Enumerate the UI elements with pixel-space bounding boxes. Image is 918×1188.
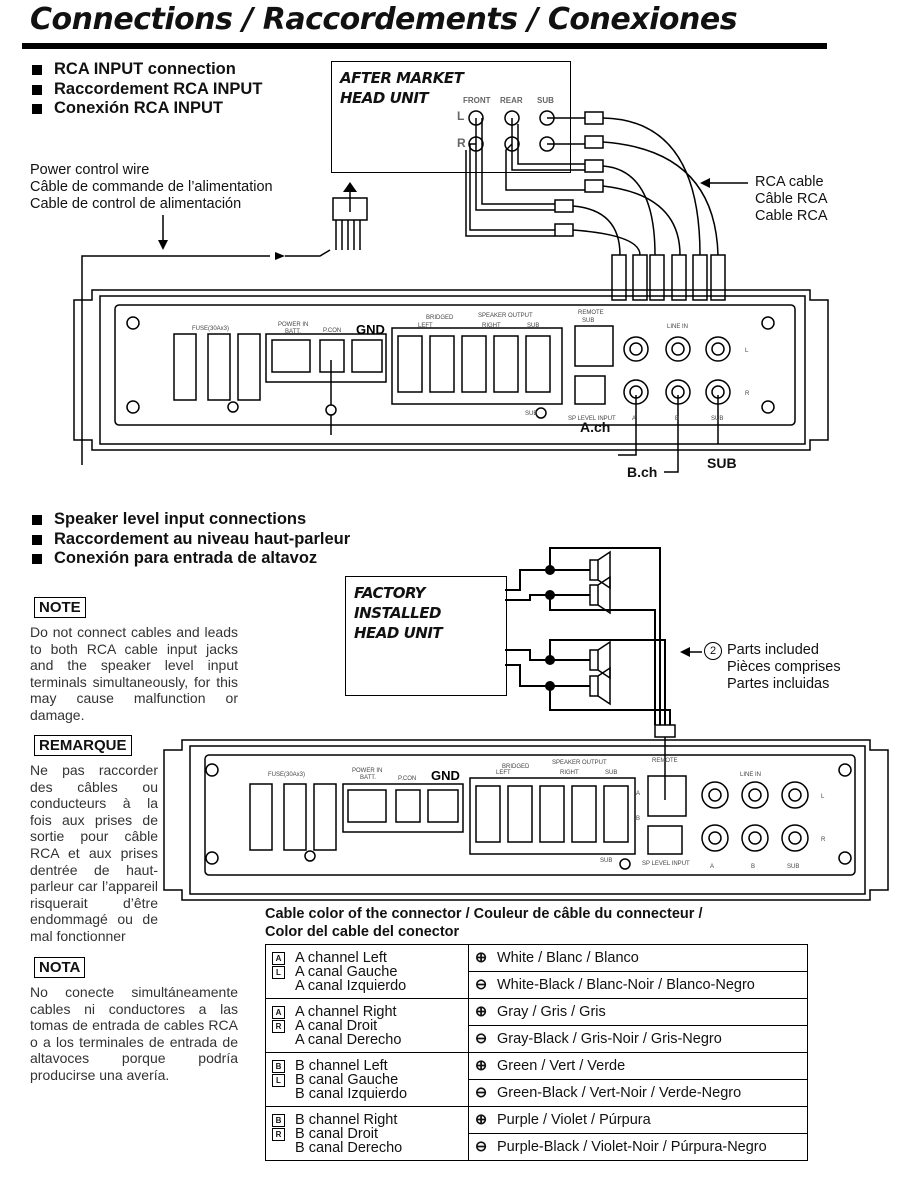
note-heading: NOTE	[34, 597, 86, 618]
note-text: Do not connect cables and leads to both …	[30, 624, 238, 723]
remarque-text: Ne pas raccorder des câbles ou conducteu…	[30, 762, 158, 944]
svg-text:B: B	[675, 416, 679, 422]
svg-text:P.CON: P.CON	[398, 776, 416, 782]
nota-text: No conecte simultáneamente cables ni con…	[30, 984, 238, 1083]
svg-text:BATT.: BATT.	[285, 329, 301, 335]
b-channel-label: B.ch	[627, 464, 658, 480]
svg-text:BRIDGED: BRIDGED	[426, 315, 454, 321]
speaker-level-heading: Speaker level input connections Raccorde…	[30, 510, 350, 569]
svg-text:POWER IN: POWER IN	[352, 768, 382, 774]
parts-number-badge: 2	[704, 642, 722, 660]
svg-text:SUB: SUB	[600, 858, 612, 864]
svg-text:POWER IN: POWER IN	[278, 322, 308, 328]
svg-text:A: A	[632, 416, 636, 422]
svg-text:LEFT: LEFT	[418, 323, 433, 329]
svg-text:A: A	[636, 791, 640, 797]
nota-heading: NOTA	[34, 957, 86, 978]
svg-text:SUB: SUB	[711, 416, 723, 422]
svg-text:R: R	[745, 391, 750, 397]
rca-input-heading: RCA INPUT connection Raccordement RCA IN…	[30, 60, 262, 119]
speaker-level-diagram: FUSE(30Ax3) POWER IN BATT. P.CON BRIDGED…	[163, 547, 889, 901]
rca-cable-label: RCA cable Câble RCA Cable RCA	[755, 174, 828, 224]
svg-text:BRIDGED: BRIDGED	[502, 764, 530, 770]
table-row: ⊖Purple-Black / Violet-Noir / Púrpura-Ne…	[266, 1133, 808, 1161]
svg-text:SP LEVEL INPUT: SP LEVEL INPUT	[568, 416, 616, 422]
svg-text:LINE IN: LINE IN	[740, 772, 761, 778]
svg-text:SPEAKER OUTPUT: SPEAKER OUTPUT	[552, 760, 607, 766]
svg-text:SUB: SUB	[787, 864, 799, 870]
svg-text:LINE IN: LINE IN	[667, 324, 688, 330]
svg-text:B: B	[636, 816, 640, 822]
title-rule	[22, 43, 827, 49]
svg-text:R: R	[821, 837, 826, 843]
power-control-wire-label: Power control wire Câble de commande de …	[30, 162, 273, 212]
svg-text:REMOTE: REMOTE	[652, 758, 678, 764]
svg-text:P.CON: P.CON	[323, 328, 341, 334]
svg-text:B: B	[751, 864, 755, 870]
factory-head-unit: FACTORY INSTALLED HEAD UNIT	[345, 576, 507, 696]
svg-text:LEFT: LEFT	[496, 770, 511, 776]
svg-text:SUB: SUB	[525, 411, 537, 417]
svg-text:RIGHT: RIGHT	[482, 323, 501, 329]
color-table-title: Cable color of the connector / Couleur d…	[265, 906, 703, 940]
aftermarket-head-unit: AFTER MARKET HEAD UNIT FRONT REAR SUB L …	[331, 61, 571, 173]
a-channel-label: A.ch	[580, 419, 611, 435]
svg-text:SUB: SUB	[527, 323, 539, 329]
svg-text:FUSE(30Ax3): FUSE(30Ax3)	[268, 772, 305, 778]
svg-text:L: L	[745, 348, 749, 354]
svg-text:SP LEVEL INPUT: SP LEVEL INPUT	[642, 861, 690, 867]
sub-channel-label: SUB	[707, 455, 737, 471]
svg-text:REMOTE: REMOTE	[578, 310, 604, 316]
svg-text:RIGHT: RIGHT	[560, 770, 579, 776]
table-row: ⊖Green-Black / Vert-Noir / Verde-Negro	[266, 1079, 808, 1107]
svg-text:L: L	[821, 794, 825, 800]
rca-wiring-diagram: FUSE(30Ax3) POWER IN BATT. P.CON BRIDGED…	[73, 110, 829, 473]
table-row: ⊖White-Black / Blanc-Noir / Blanco-Negro	[266, 971, 808, 999]
svg-text:FUSE(30Ax3): FUSE(30Ax3)	[192, 326, 229, 332]
svg-text:SUB: SUB	[582, 318, 594, 324]
table-row: ⊖Gray-Black / Gris-Noir / Gris-Negro	[266, 1025, 808, 1053]
page-title: Connections / Raccordements / Conexiones	[30, 2, 738, 37]
remarque-heading: REMARQUE	[34, 735, 132, 756]
svg-text:BATT.: BATT.	[360, 775, 376, 781]
svg-text:A: A	[710, 864, 714, 870]
svg-text:GND: GND	[431, 768, 460, 783]
parts-included-label: Parts included Pièces comprises Partes i…	[727, 642, 841, 692]
svg-text:GND: GND	[356, 322, 385, 337]
svg-text:SPEAKER OUTPUT: SPEAKER OUTPUT	[478, 313, 533, 319]
svg-text:SUB: SUB	[605, 770, 617, 776]
